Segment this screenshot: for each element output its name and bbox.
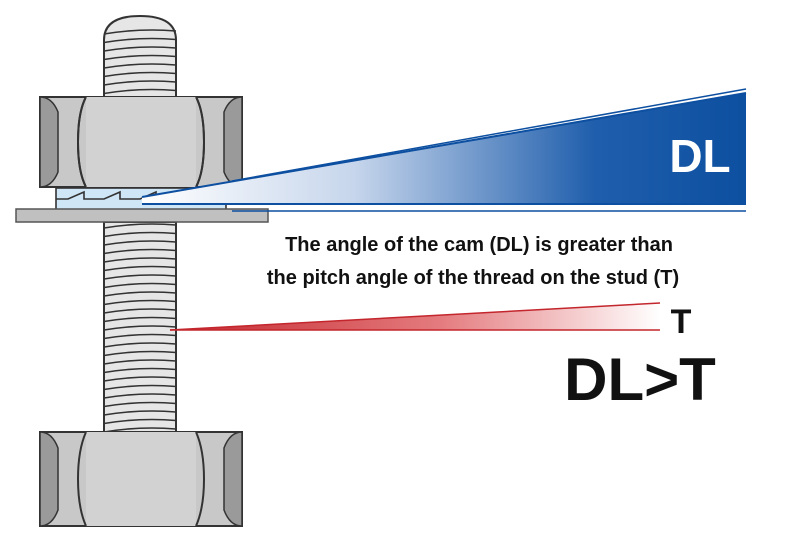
- thread-line: [103, 299, 177, 306]
- thread-line: [103, 80, 177, 86]
- hex-nut-icon: [39, 431, 243, 527]
- thread-line: [103, 325, 177, 331]
- thread-line: [103, 223, 177, 229]
- caption-line-1: The angle of the cam (DL) is greater tha…: [285, 234, 673, 256]
- thread-line: [103, 376, 177, 382]
- base-plate: [15, 208, 269, 223]
- pitch-angle-wedge: T: [169, 302, 692, 341]
- thread-line: [103, 350, 177, 357]
- thread-line: [103, 63, 177, 69]
- thread-line: [103, 291, 177, 297]
- thread-line: [103, 333, 177, 340]
- thread-line: [103, 393, 177, 399]
- thread-line: [103, 54, 177, 61]
- thread-line: [103, 316, 177, 323]
- hex-nut-icon: [39, 96, 243, 188]
- thread-line: [103, 282, 177, 289]
- thread-line: [103, 384, 177, 391]
- thread-line: [103, 46, 177, 52]
- thread-line: [103, 342, 177, 348]
- thread-line: [103, 367, 177, 374]
- pitch-angle-label: T: [671, 303, 692, 341]
- cam-angle-label: DL: [669, 130, 730, 182]
- thread-line: [103, 37, 177, 44]
- thread-line: [103, 274, 177, 280]
- thread-line: [103, 359, 177, 365]
- thread-line: [103, 248, 177, 255]
- caption-line-2: the pitch angle of the thread on the stu…: [267, 267, 679, 289]
- relation-label: DL>T: [564, 346, 716, 413]
- threaded-stud-icon: [103, 14, 177, 435]
- thread-line: [103, 240, 177, 246]
- thread-line: [103, 71, 177, 78]
- cam-angle-wedge: DL: [141, 88, 747, 212]
- thread-line: [103, 401, 177, 408]
- thread-line: [103, 308, 177, 314]
- thread-line: [103, 88, 177, 95]
- thread-line: [103, 29, 177, 35]
- thread-line: [103, 265, 177, 272]
- thread-line: [103, 410, 177, 416]
- thread-line: [103, 231, 177, 238]
- thread-line: [103, 257, 177, 263]
- thread-line: [103, 418, 177, 425]
- thread-line: [103, 427, 177, 433]
